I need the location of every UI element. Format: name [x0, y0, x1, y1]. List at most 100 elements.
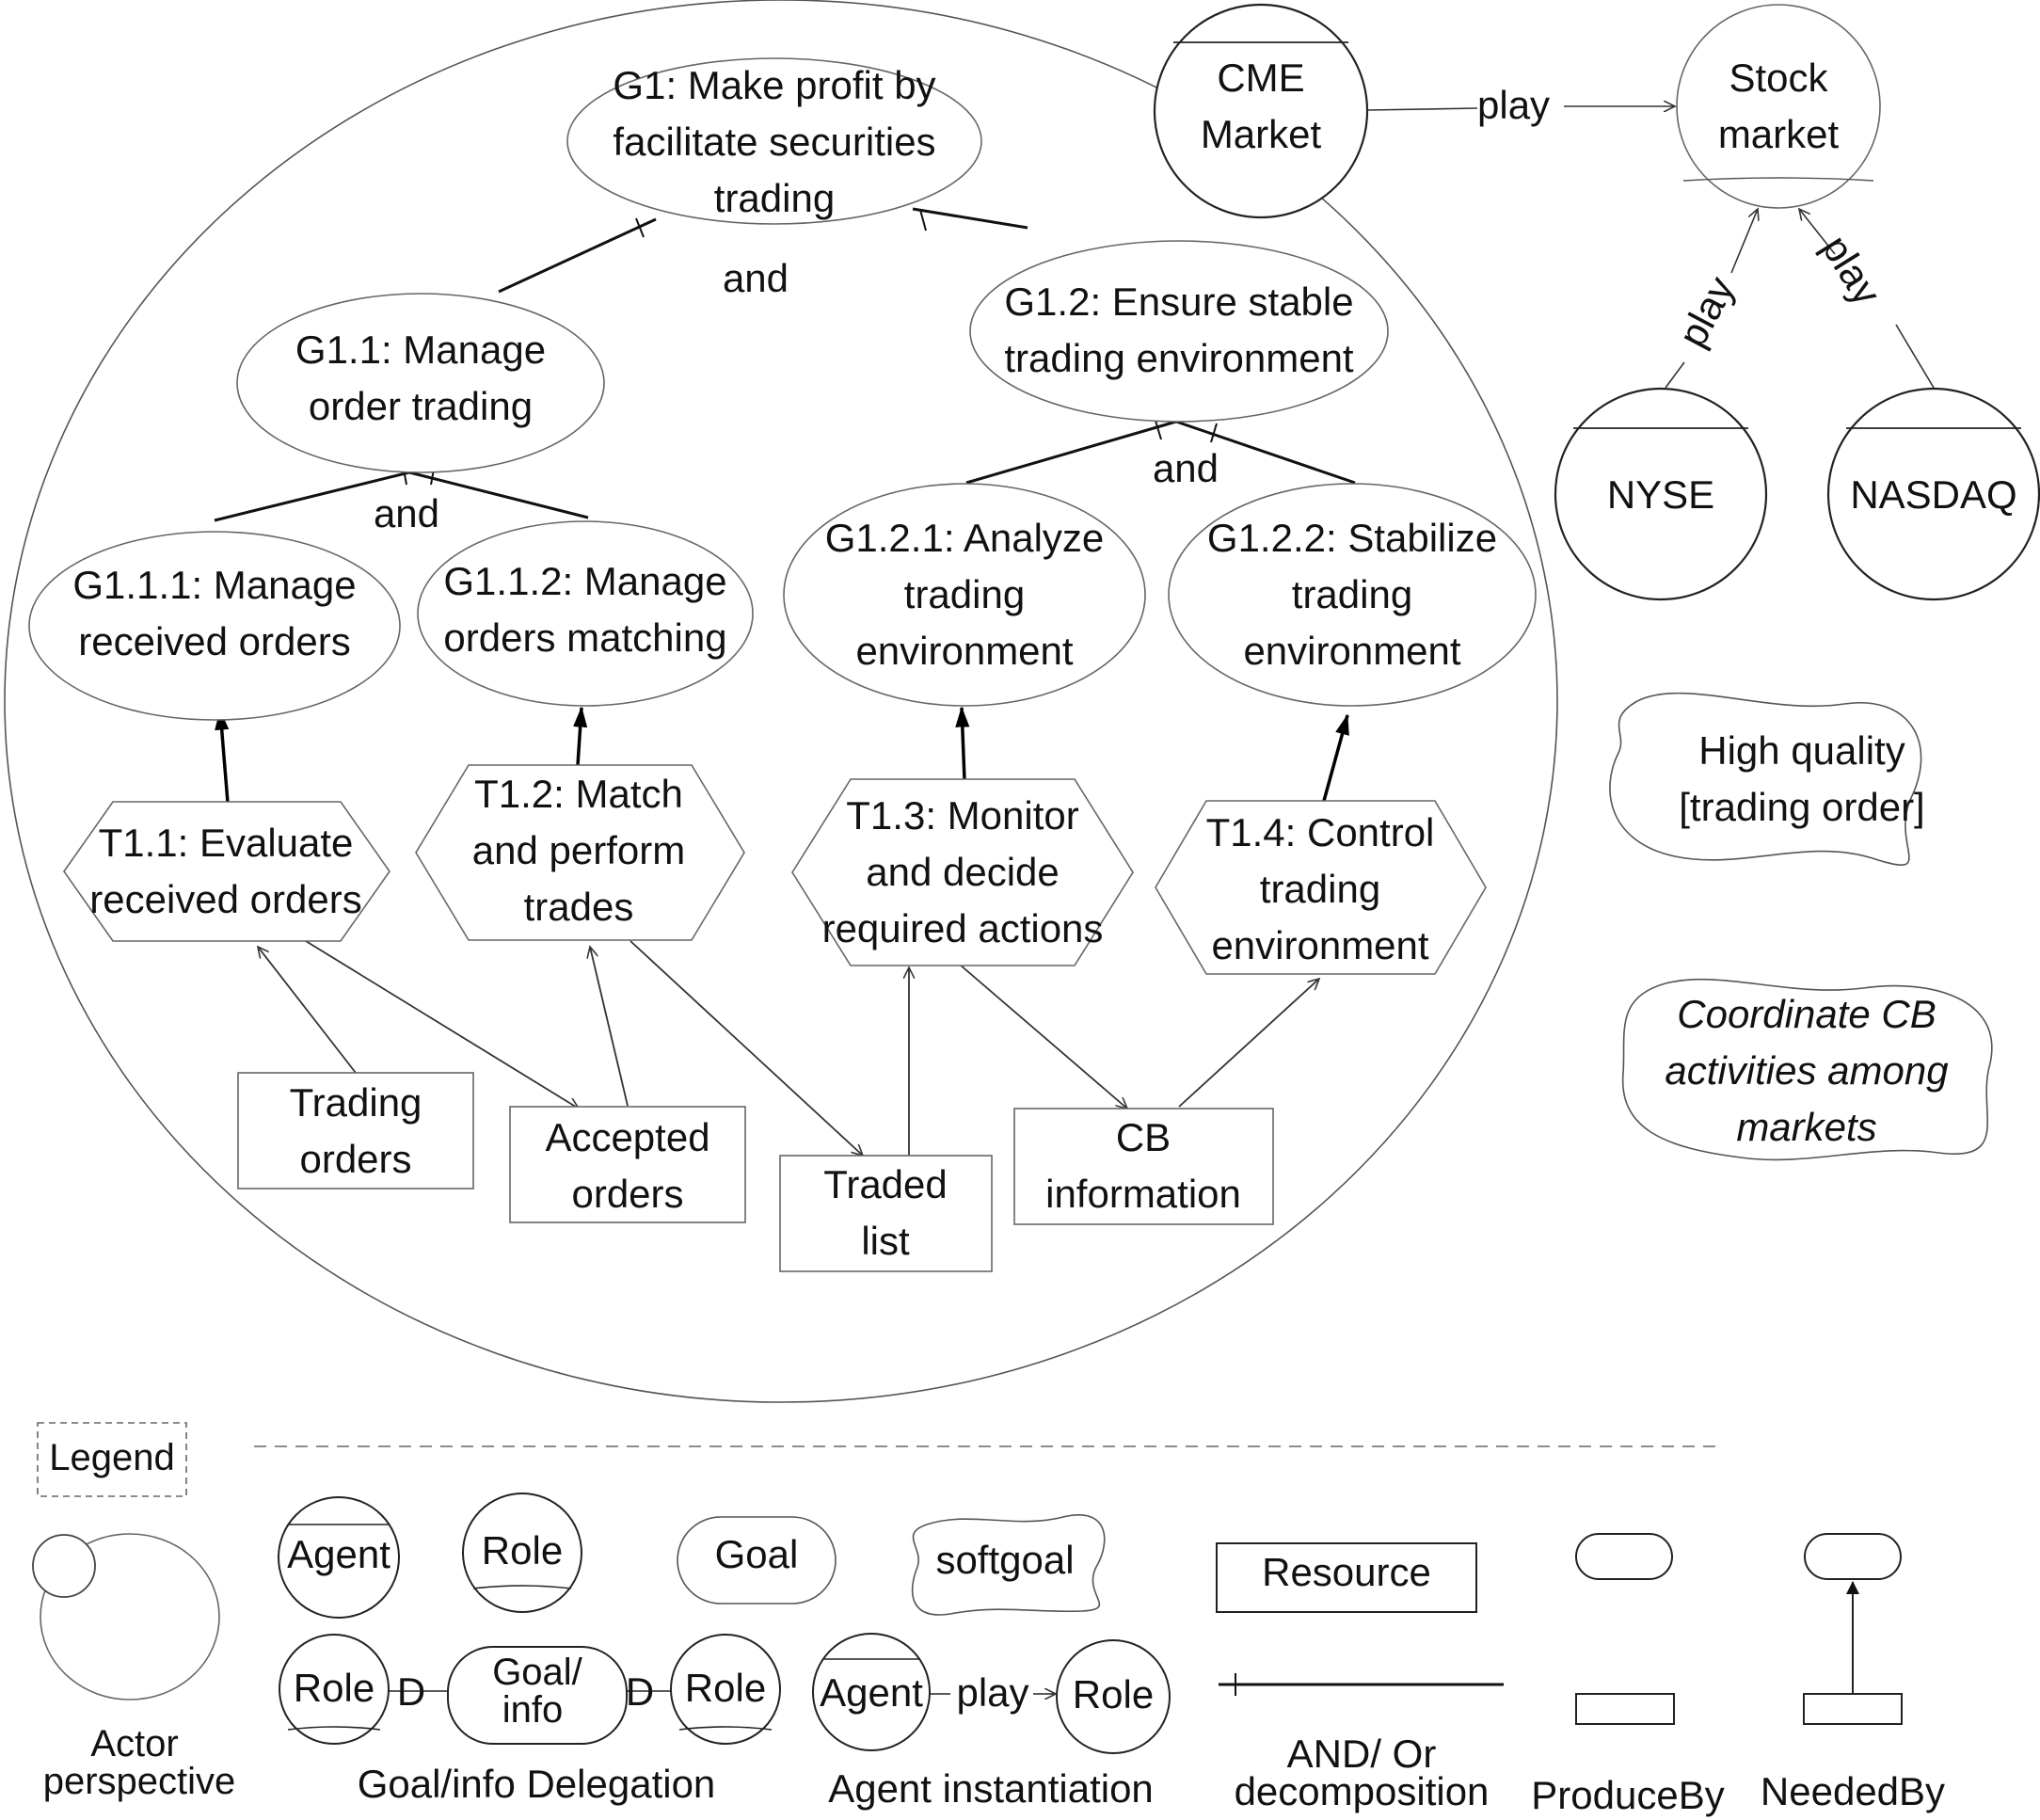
legend-title: Legend	[49, 1437, 174, 1478]
coordinate-cb-label-3: markets	[1736, 1105, 1876, 1149]
legend-delegation-d-left: D	[397, 1669, 425, 1714]
resource-cb-information[interactable]: CB information	[1013, 1108, 1274, 1225]
stock-market-label-2: market	[1718, 112, 1840, 156]
task-t1-3[interactable]: T1.3: Monitor and decide required action…	[791, 778, 1134, 966]
cme-market-label-2: Market	[1201, 112, 1322, 156]
t1-3-label-3: required actions	[822, 906, 1104, 950]
cb-information-label-1: CB	[1116, 1115, 1171, 1159]
task-t1-1[interactable]: T1.1: Evaluate received orders	[63, 801, 390, 942]
nasdaq-label: NASDAQ	[1850, 472, 2016, 517]
legend-agent-label: Agent	[287, 1532, 390, 1576]
legend-actor-perspective: Actor perspective	[32, 1533, 236, 1802]
g1-1-label-2: order trading	[309, 384, 533, 428]
legend-resource: Resource	[1216, 1542, 1477, 1613]
goal-g1-2-2[interactable]: G1.2.2: Stabilize trading environment	[1168, 483, 1537, 707]
legend-softgoal: softgoal	[911, 1514, 1106, 1616]
cme-play-label: play	[1477, 83, 1550, 127]
legend-produce-by-label: ProduceBy	[1531, 1773, 1724, 1817]
goal-g1-1[interactable]: G1.1: Manage order trading	[236, 293, 605, 473]
actor-perspective-boundary	[4, 0, 1558, 1403]
trading-orders-label-1: Trading	[290, 1080, 422, 1125]
and-label-g1-2: and	[1153, 446, 1219, 490]
t1-1-label-2: received orders	[89, 877, 361, 921]
t1-4-label-1: T1.4: Control	[1206, 810, 1435, 854]
legend-delegation-d-right: D	[626, 1669, 654, 1714]
t1-2-label-2: and perform	[472, 828, 685, 872]
legend-softgoal-label: softgoal	[935, 1538, 1074, 1582]
resource-links	[258, 940, 1319, 1156]
legend-title-box	[37, 1422, 187, 1497]
legend-delegation-goal-2: info	[502, 1689, 564, 1731]
g1-2-2-label-3: environment	[1243, 629, 1460, 673]
nyse-play-label: play	[1669, 269, 1743, 354]
task-t1-4[interactable]: T1.4: Control trading environment	[1155, 800, 1487, 975]
g1-2-1-label-3: environment	[855, 629, 1073, 673]
g1-1-2-label-2: orders matching	[443, 615, 726, 660]
nyse-agent[interactable]: NYSE	[1554, 387, 1768, 601]
legend-inst-agent: Agent	[820, 1670, 923, 1715]
goal-g1-1-1[interactable]: G1.1.1: Manage received orders	[28, 531, 401, 721]
task-t1-2[interactable]: T1.2: Match and perform trades	[415, 764, 745, 941]
accepted-orders-label-2: orders	[571, 1172, 683, 1216]
legend-and-or-label-2: decomposition	[1235, 1769, 1490, 1813]
nasdaq-agent[interactable]: NASDAQ	[1826, 387, 2040, 601]
g1-2-2-label-2: trading	[1292, 572, 1412, 616]
g1-label-3: trading	[714, 176, 835, 220]
goal-g1-1-2[interactable]: G1.1.2: Manage orders matching	[417, 520, 754, 707]
g1-1-1-label-2: received orders	[78, 619, 350, 663]
t1-2-label-1: T1.2: Match	[474, 772, 683, 816]
decomposition-links	[214, 207, 1356, 522]
g1-1-2-label-1: G1.1.2: Manage	[443, 559, 726, 603]
legend-and-or: AND/ Or decomposition	[1219, 1673, 1504, 1813]
legend-role-label: Role	[482, 1528, 563, 1573]
cme-market-label-1: CME	[1217, 56, 1304, 100]
traded-list-label-1: Traded	[823, 1162, 948, 1206]
goal-g1-2-1[interactable]: G1.2.1: Analyze trading environment	[783, 483, 1146, 707]
t1-4-label-3: environment	[1211, 923, 1428, 967]
legend-actor-perspective-label-2: perspective	[43, 1761, 236, 1802]
t1-3-label-1: T1.3: Monitor	[846, 793, 1078, 838]
legend-goal-label: Goal	[715, 1532, 799, 1576]
cme-play-link: play	[1366, 83, 1675, 127]
and-label-g1: and	[723, 256, 789, 300]
nyse-play-link: play	[1665, 209, 1758, 389]
t1-4-label-2: trading	[1260, 867, 1380, 911]
legend-needed-by: NeededBy	[1761, 1533, 1945, 1813]
legend-inst-play: play	[956, 1670, 1028, 1715]
nyse-label: NYSE	[1607, 472, 1714, 517]
nasdaq-play-link: play	[1799, 209, 1935, 389]
g1-1-label-1: G1.1: Manage	[295, 327, 546, 372]
legend-needed-by-label: NeededBy	[1761, 1769, 1945, 1813]
g1-2-label-2: trading environment	[1004, 336, 1354, 380]
g1-2-1-label-2: trading	[904, 572, 1025, 616]
goal-g1[interactable]: G1: Make profit by facilitate securities…	[566, 57, 982, 225]
g1-label-1: G1: Make profit by	[613, 63, 935, 107]
high-quality-label-1: High quality	[1698, 728, 1905, 773]
legend-produce-by: ProduceBy	[1531, 1533, 1725, 1817]
legend-inst-caption: Agent instantiation	[828, 1766, 1154, 1811]
nasdaq-play-label: play	[1813, 228, 1889, 312]
g1-1-1-label-1: G1.1.1: Manage	[72, 563, 356, 607]
legend-resource-label: Resource	[1262, 1550, 1431, 1594]
softgoal-coordinate-cb[interactable]: Coordinate CB activities among markets	[1621, 978, 1993, 1161]
legend-delegation-caption: Goal/info Delegation	[358, 1762, 716, 1806]
resource-traded-list[interactable]: Traded list	[779, 1155, 993, 1272]
resource-accepted-orders[interactable]: Accepted orders	[509, 1106, 746, 1223]
cme-market-agent[interactable]: CME Market	[1153, 3, 1369, 219]
legend-delegation-goal-1: Goal/	[492, 1652, 582, 1693]
resource-trading-orders[interactable]: Trading orders	[237, 1072, 474, 1189]
g1-2-label-1: G1.2: Ensure stable	[1004, 279, 1353, 324]
and-label-g1-1: and	[374, 491, 439, 535]
legend: Legend Actor perspective Agent Role Goal	[32, 1422, 1945, 1817]
legend-delegation-role-left: Role	[294, 1666, 375, 1710]
high-quality-label-2: [trading order]	[1679, 785, 1924, 829]
legend-actor-perspective-label-1: Actor	[90, 1723, 178, 1764]
stock-market-role[interactable]: Stock market	[1676, 4, 1881, 209]
softgoal-high-quality[interactable]: High quality [trading order]	[1609, 692, 1925, 867]
legend-goal: Goal	[677, 1516, 837, 1604]
goal-g1-2[interactable]: G1.2: Ensure stable trading environment	[969, 240, 1389, 423]
t1-1-label-1: T1.1: Evaluate	[99, 821, 354, 865]
legend-inst-role: Role	[1073, 1672, 1154, 1716]
t1-2-label-3: trades	[524, 885, 634, 929]
